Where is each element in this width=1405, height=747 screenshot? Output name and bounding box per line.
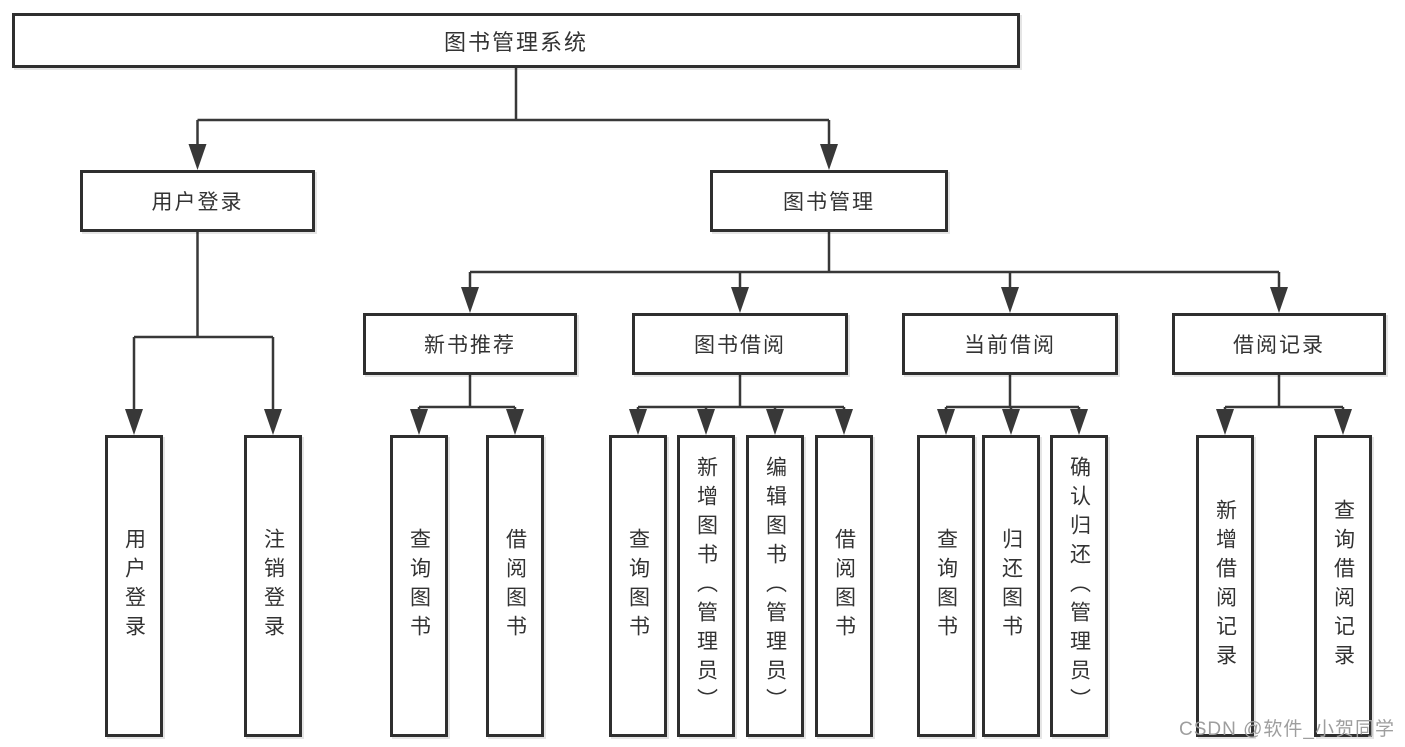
leaf-recommend-query-books: 查询图书 [390,435,448,737]
node-user-login: 用户登录 [80,170,315,232]
leaf-confirm-return-admin: 确认归还（管理员） [1050,435,1108,737]
leaf-return-books: 归还图书 [982,435,1040,737]
node-book-management: 图书管理 [710,170,948,232]
leaf-recommend-borrow-books: 借阅图书 [486,435,544,737]
leaf-add-books-admin: 新增图书（管理员） [677,435,735,737]
leaf-add-borrow-record: 新增借阅记录 [1196,435,1254,737]
leaf-query-borrow-record: 查询借阅记录 [1314,435,1372,737]
leaf-user-login: 用户登录 [105,435,163,737]
leaf-borrow-query-books: 查询图书 [609,435,667,737]
node-book-borrow: 图书借阅 [632,313,848,375]
watermark: CSDN @软件_小贺同学 [1179,719,1395,740]
node-new-book-recommend: 新书推荐 [363,313,577,375]
node-current-borrow: 当前借阅 [902,313,1118,375]
node-library-system: 图书管理系统 [12,13,1020,68]
node-borrow-records: 借阅记录 [1172,313,1386,375]
leaf-current-query-books: 查询图书 [917,435,975,737]
leaf-logout: 注销登录 [244,435,302,737]
leaf-edit-books-admin: 编辑图书（管理员） [746,435,804,737]
leaf-borrow-books: 借阅图书 [815,435,873,737]
